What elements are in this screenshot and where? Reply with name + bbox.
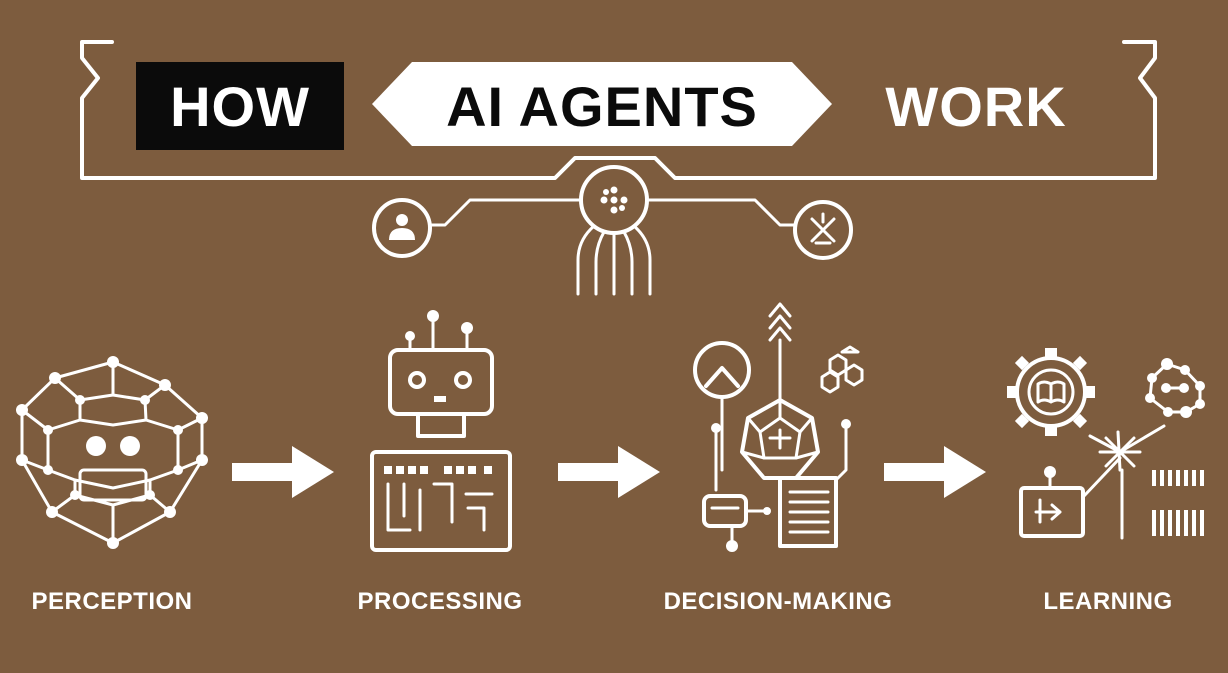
title-frame bbox=[80, 40, 1157, 180]
step-label-decision-making: DECISION-MAKING bbox=[663, 588, 893, 615]
tools-node-icon bbox=[793, 200, 853, 260]
robot-icon bbox=[370, 310, 512, 552]
flow-arrow-1 bbox=[232, 446, 334, 498]
title-work: WORK bbox=[885, 75, 1066, 138]
title-how: HOW bbox=[170, 75, 310, 138]
neural-network-face-icon bbox=[16, 356, 208, 549]
decision-tree-icon bbox=[693, 302, 864, 552]
title-ai-agents: AI AGENTS bbox=[446, 75, 758, 138]
flow-arrow-2 bbox=[558, 446, 660, 498]
step-label-processing: PROCESSING bbox=[357, 588, 523, 615]
step-label-learning: LEARNING bbox=[1043, 588, 1173, 615]
flow-arrow-3 bbox=[884, 446, 986, 498]
hub-node bbox=[579, 165, 649, 235]
hub-connectors bbox=[428, 198, 797, 296]
person-node-icon bbox=[372, 198, 432, 258]
step-label-perception: PERCEPTION bbox=[31, 588, 193, 615]
title-how-box: HOW bbox=[136, 62, 344, 150]
title-ai-agents-badge: AI AGENTS bbox=[372, 62, 832, 146]
learning-gear-icon bbox=[1007, 348, 1205, 540]
